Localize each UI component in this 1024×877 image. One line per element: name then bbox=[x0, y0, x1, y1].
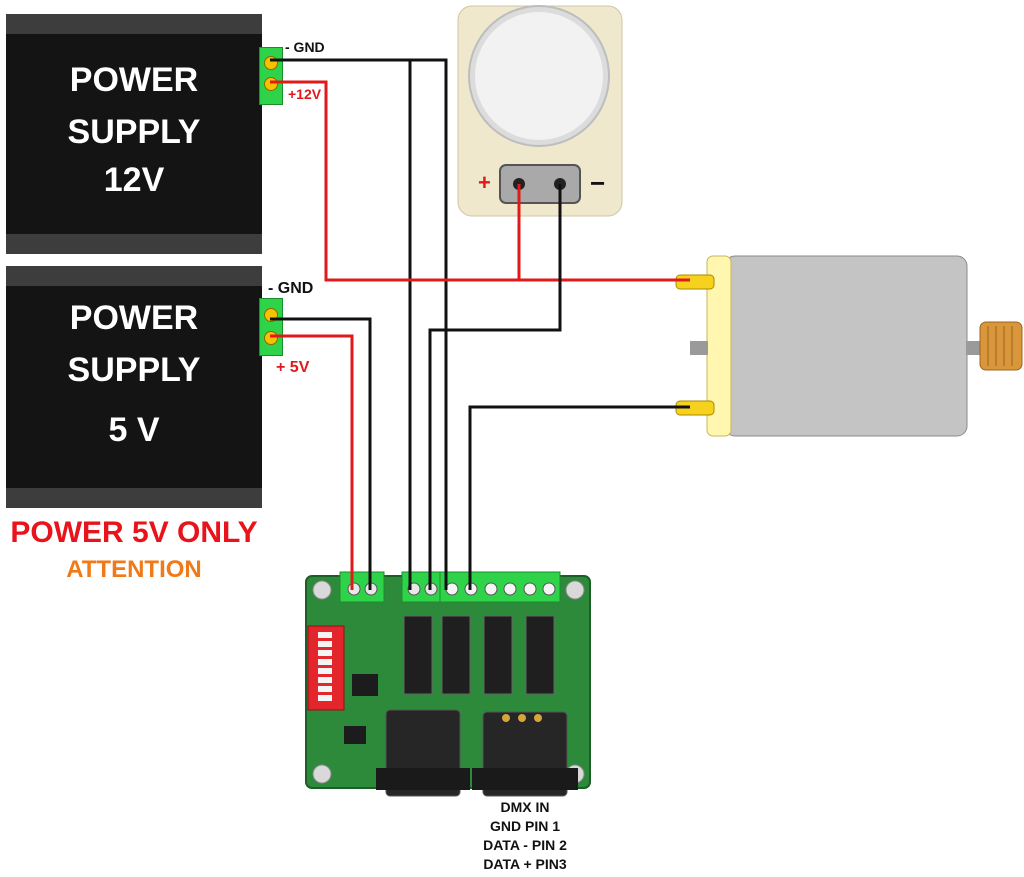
wire-gnd-branch bbox=[410, 58, 448, 590]
psu-5v-pos-label: + 5V bbox=[276, 359, 310, 376]
power-supply-12v: POWER SUPPLY 12V bbox=[6, 14, 262, 254]
psu-5v-line2: SUPPLY bbox=[67, 351, 201, 389]
psu-12v-line1: POWER bbox=[69, 61, 199, 99]
psu-12v-terminal bbox=[259, 47, 283, 105]
pir-plus-label: + bbox=[478, 170, 491, 195]
motor-terminal-top bbox=[675, 274, 715, 290]
psu-5v-line1: POWER bbox=[69, 299, 199, 337]
psu-band-bottom bbox=[6, 488, 262, 508]
psu-12v-gnd-label: - GND bbox=[285, 39, 325, 55]
relay-k3 bbox=[441, 615, 471, 695]
psu-5v-gnd-label: - GND bbox=[268, 280, 314, 297]
dmx-note-line: DMX IN bbox=[500, 799, 550, 815]
relay-k1 bbox=[525, 615, 555, 695]
psu-12v-line3: 12V bbox=[103, 161, 165, 199]
warning-sub: ATTENTION bbox=[66, 556, 202, 583]
wire-5v-gnd bbox=[270, 317, 372, 590]
pir-dome-inner bbox=[475, 12, 603, 140]
wire-5v-pos bbox=[270, 334, 354, 590]
psu-12v-line2: SUPPLY bbox=[67, 113, 201, 151]
wire-pir-minus bbox=[428, 184, 562, 590]
wire-12v-pos bbox=[270, 80, 690, 282]
dmx-note-line: DATA + PIN3 bbox=[483, 856, 567, 872]
warning-main: POWER 5V ONLY bbox=[10, 516, 258, 549]
power-supply-5v: POWER SUPPLY 5 V bbox=[6, 266, 262, 508]
board-relay-terminals bbox=[439, 571, 561, 603]
psu-5v-line3: 5 V bbox=[108, 411, 160, 449]
psu-band-top bbox=[6, 14, 262, 34]
wire-motor-relay bbox=[468, 405, 690, 590]
motor-gear-icon bbox=[979, 321, 1023, 371]
psu-12v-pos-label: +12V bbox=[288, 86, 322, 102]
wire-12v-gnd bbox=[270, 58, 412, 590]
relay-k2 bbox=[483, 615, 513, 695]
pir-minus-label: − bbox=[590, 168, 606, 198]
dmx-relay-board bbox=[305, 571, 591, 797]
board-power-terminal bbox=[339, 571, 385, 603]
relay-k4 bbox=[403, 615, 433, 695]
dc-motor bbox=[675, 255, 1023, 437]
dmx-note-line: GND PIN 1 bbox=[489, 818, 560, 834]
wires bbox=[270, 58, 690, 590]
pir-connector bbox=[499, 164, 581, 204]
psu-band-bottom bbox=[6, 234, 262, 254]
dmx-notes: DMX IN GND PIN 1 DATA - PIN 2 DATA + PIN… bbox=[460, 798, 590, 874]
dmx-note-line: DATA - PIN 2 bbox=[483, 837, 567, 853]
psu-band-top bbox=[6, 266, 262, 286]
